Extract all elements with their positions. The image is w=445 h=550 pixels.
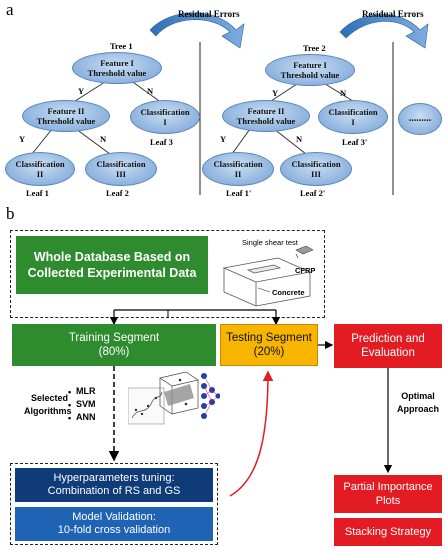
testing-segment-box: Testing Segment (20%) — [220, 324, 318, 366]
tuning-dashed-group — [10, 463, 218, 545]
tree2-leaf1-label: Leaf 1' — [226, 188, 252, 198]
tree1-yes-label-2: Y — [19, 134, 26, 144]
selected-algorithms-label: Selected Algorithms — [24, 393, 72, 416]
tree1-title: Tree 1 — [110, 41, 133, 51]
tree2-class-i-node: Classification I — [318, 100, 388, 134]
tree1-leaf2-label: Leaf 2 — [106, 188, 129, 198]
edge — [31, 128, 53, 155]
edge — [75, 128, 111, 155]
tree2-root-node: Feature I Threshold value — [265, 54, 355, 86]
panel-b-connectors — [108, 309, 393, 497]
tree1-class-iii-node: Classification III — [85, 152, 157, 186]
tree1-class-ii-node: Classification II — [5, 152, 75, 186]
ellipsis-node: ......... — [398, 103, 442, 135]
edge — [129, 79, 163, 104]
edge — [71, 79, 109, 104]
cfrp-label: CFRP — [295, 266, 316, 275]
edge — [273, 128, 307, 155]
tree2-class-iii-node: Classification III — [280, 152, 352, 186]
tree1-yes-label: Y — [78, 86, 85, 96]
partial-importance-box: Partial Importance Plots — [334, 475, 442, 513]
tree2-title: Tree 2 — [303, 43, 326, 53]
panel-a-label: a — [6, 0, 14, 19]
training-segment-box: Training Segment (80%) — [12, 324, 216, 366]
edge — [231, 128, 251, 155]
shear-specimen-illustration — [222, 246, 314, 307]
panel-b-label: b — [6, 204, 15, 223]
tree2-leaf3-label: Leaf 3' — [342, 137, 368, 147]
algorithm-ann: ANN — [76, 412, 96, 422]
optimal-approach-label: Optimal Approach — [396, 391, 439, 414]
single-shear-test-label: Single shear test — [242, 238, 298, 247]
algorithm-bullets: ••• — [68, 387, 72, 423]
tree2-class-ii-node: Classification II — [202, 152, 274, 186]
prediction-evaluation-box: Prediction and Evaluation — [334, 324, 442, 368]
tree2-mid-node: Feature II Threshold value — [222, 100, 310, 132]
tree2-no-label: N — [340, 88, 347, 98]
database-box: Whole Database Based on Collected Experi… — [16, 236, 208, 294]
tree1-no-label-2: N — [100, 134, 107, 144]
tree1-no-label: N — [147, 86, 154, 96]
tree1-mid-node: Feature II Threshold value — [22, 100, 110, 132]
tree2-yes-label: Y — [272, 88, 279, 98]
training-segment-text: Training Segment (80%) — [68, 332, 160, 358]
panel-a-connectors — [31, 12, 429, 195]
residual-arrow-2 — [339, 14, 429, 49]
tree1-class-i-node: Classification I — [130, 100, 200, 134]
algorithm-illustration — [128, 371, 220, 425]
tree2-no-label-2: N — [296, 134, 303, 144]
algorithm-mlr: MLR — [76, 386, 96, 396]
tree1-leaf1-label: Leaf 1 — [26, 188, 49, 198]
hyperparameters-box: Hyperparameters tuning: Combination of R… — [15, 468, 213, 502]
residual-errors-label-1: Residual Errors — [178, 9, 240, 19]
model-validation-box: Model Validation: 10-fold cross validati… — [15, 507, 213, 541]
concrete-label: Concrete — [272, 288, 305, 297]
algorithm-svm: SVM — [76, 399, 96, 409]
tree1-leaf3-label: Leaf 3 — [150, 137, 173, 147]
tree1-root-node: Feature I Threshold value — [72, 52, 162, 84]
residual-arrow-1 — [149, 12, 245, 49]
tree2-yes-label-2: Y — [220, 134, 227, 144]
stacking-strategy-box: Stacking Strategy — [334, 518, 442, 546]
tree2-leaf2-label: Leaf 2' — [300, 188, 326, 198]
residual-errors-label-2: Residual Errors — [362, 9, 424, 19]
